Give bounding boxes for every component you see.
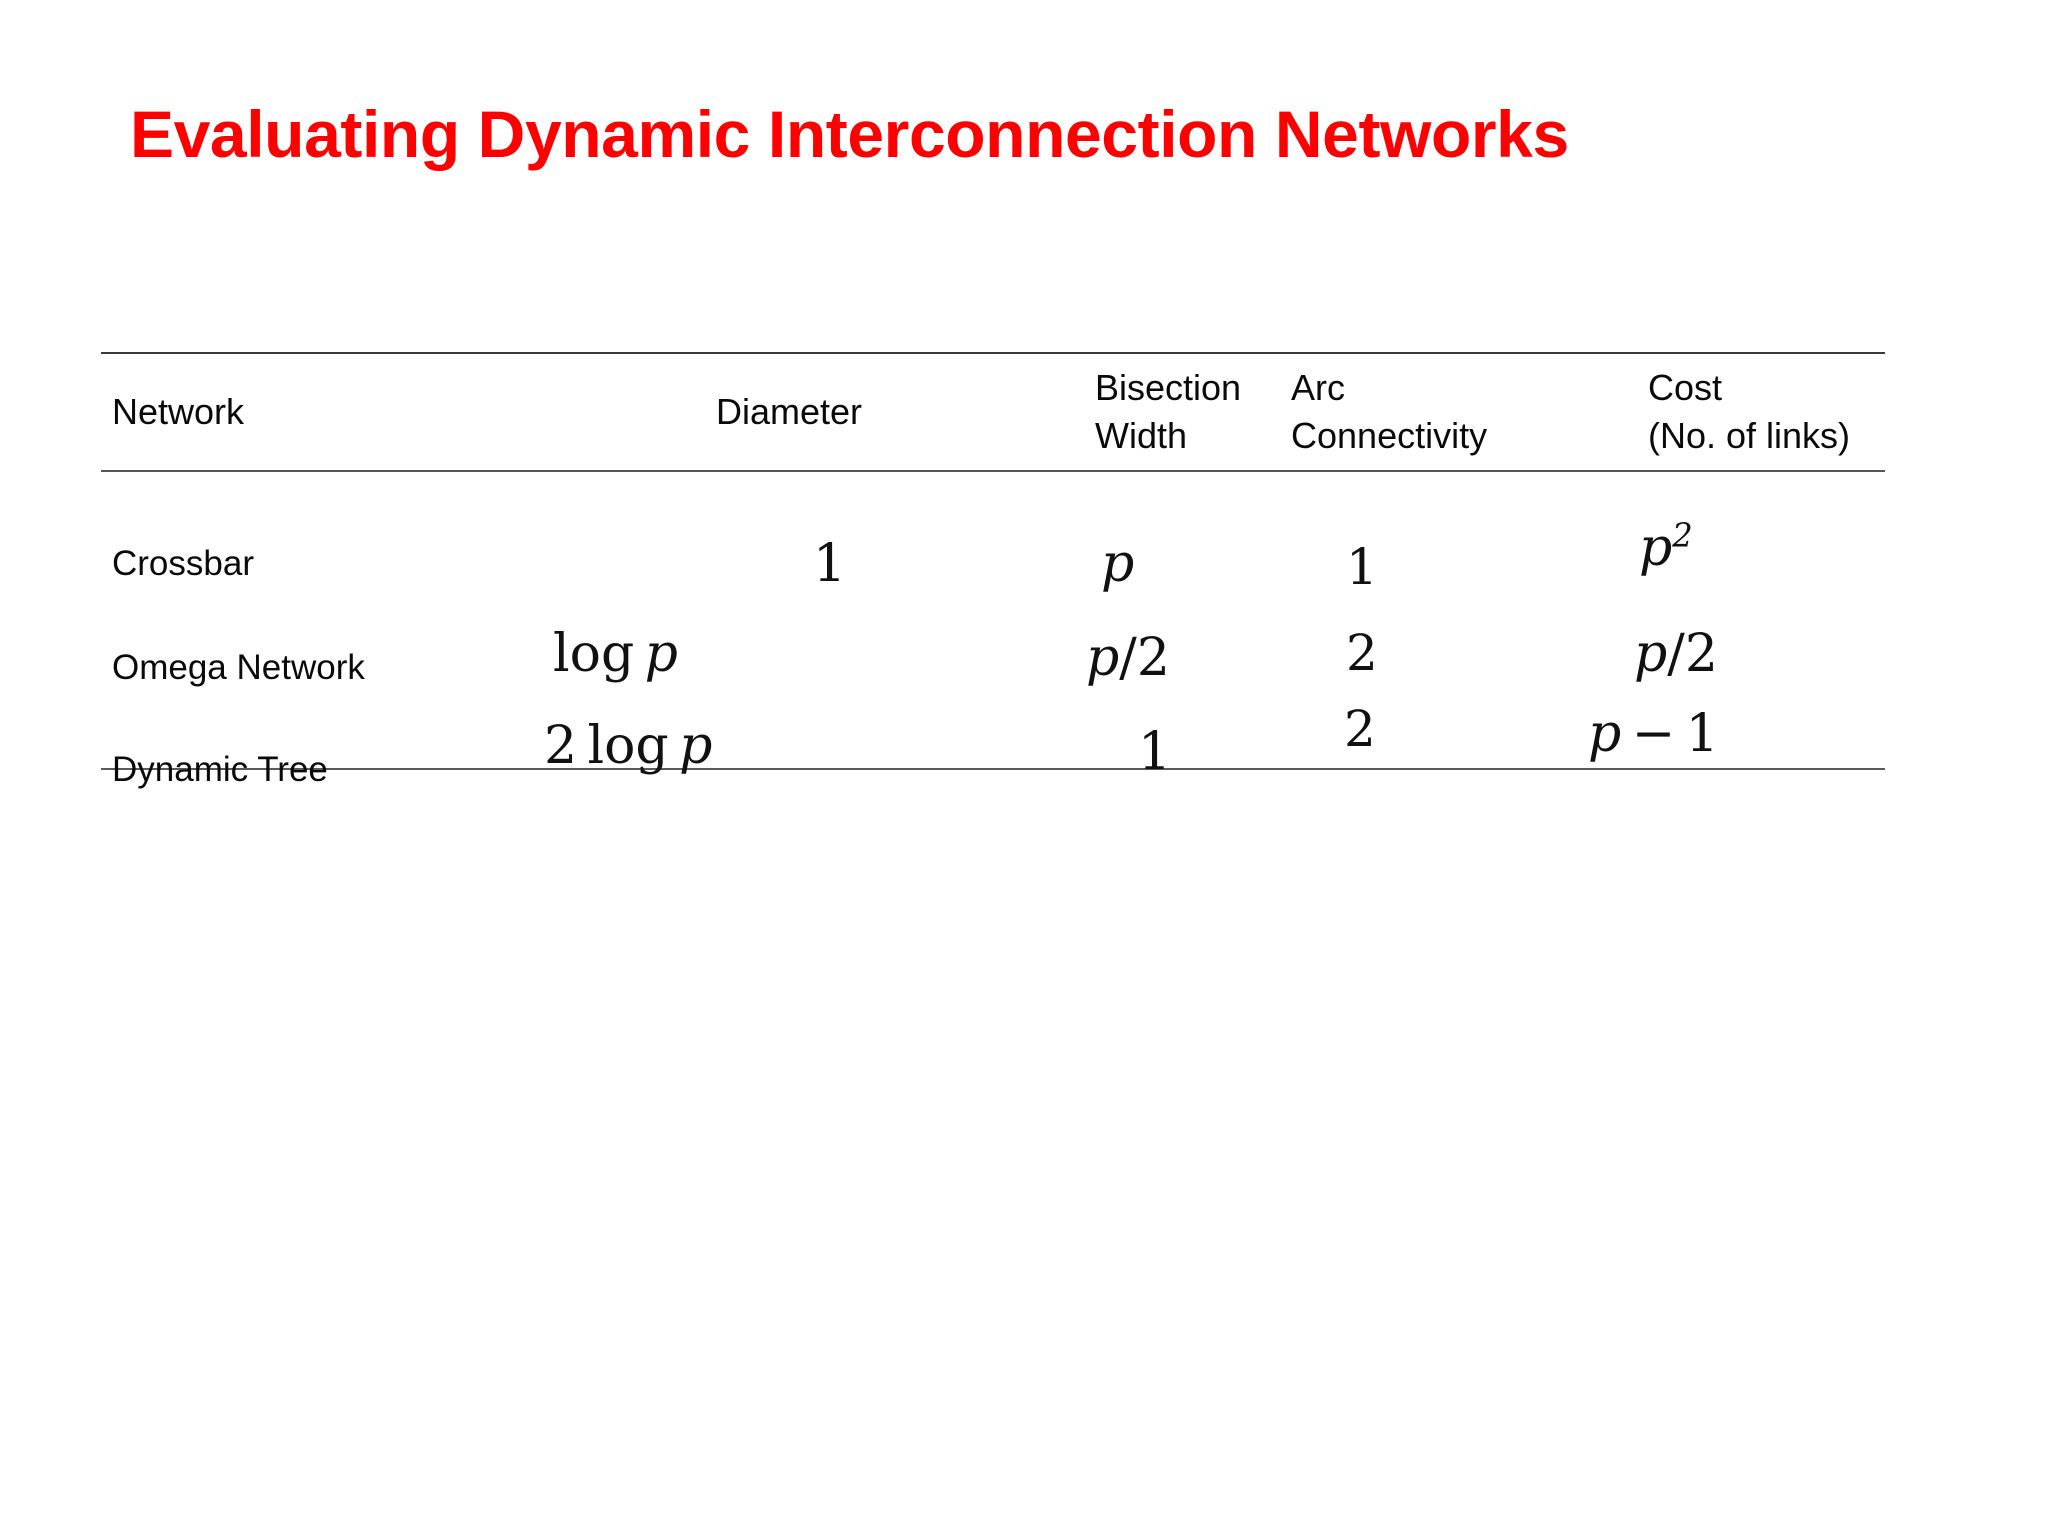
table-cell-omega-arc: 2 [1346, 624, 1378, 682]
table-bottom-rule [101, 768, 1885, 770]
comparison-table: Network Diameter Bisection Width Arc Con… [101, 352, 1885, 789]
table-cell-crossbar-arc: 1 [1346, 538, 1378, 596]
column-header-cost: Cost (No. of links) [1648, 367, 1851, 456]
table-cell-dynamic-tree-diameter: 2 log p [544, 716, 713, 776]
table-cell-crossbar-cost: p2 [1639, 516, 1693, 578]
table-top-rule [101, 352, 1885, 354]
page-title: Evaluating Dynamic Interconnection Netwo… [130, 97, 1569, 171]
column-header-network: Network [112, 391, 245, 432]
table-cell-crossbar-bisection: p [1101, 534, 1135, 594]
column-header-diameter: Diameter [716, 391, 863, 432]
table-row-dynamic-tree-label: Dynamic Tree [112, 750, 328, 789]
table-cell-omega-cost: p/2 [1634, 624, 1718, 684]
table-row-crossbar-label: Crossbar [112, 544, 254, 583]
table-row-omega-network-label: Omega Network [112, 648, 365, 687]
table-cell-dynamic-tree-arc: 2 [1344, 700, 1376, 758]
table-cell-crossbar-diameter: 1 [813, 534, 847, 594]
table-cell-dynamic-tree-bisection: 1 [1138, 722, 1172, 782]
table-header-row: Network Diameter Bisection Width Arc Con… [101, 354, 1885, 470]
column-header-arc-connectivity: Arc Connectivity [1291, 367, 1488, 456]
table-cell-dynamic-tree-cost: p − 1 [1588, 704, 1719, 764]
table-header-rule [101, 470, 1885, 472]
table-body: Crossbar 1 p 1 p2 Omega Network log p p/… [101, 472, 1885, 789]
table-cell-omega-bisection: p/2 [1086, 628, 1170, 688]
table-cell-omega-diameter: log p [553, 624, 678, 684]
column-header-bisection-width: Bisection Width [1095, 367, 1242, 456]
